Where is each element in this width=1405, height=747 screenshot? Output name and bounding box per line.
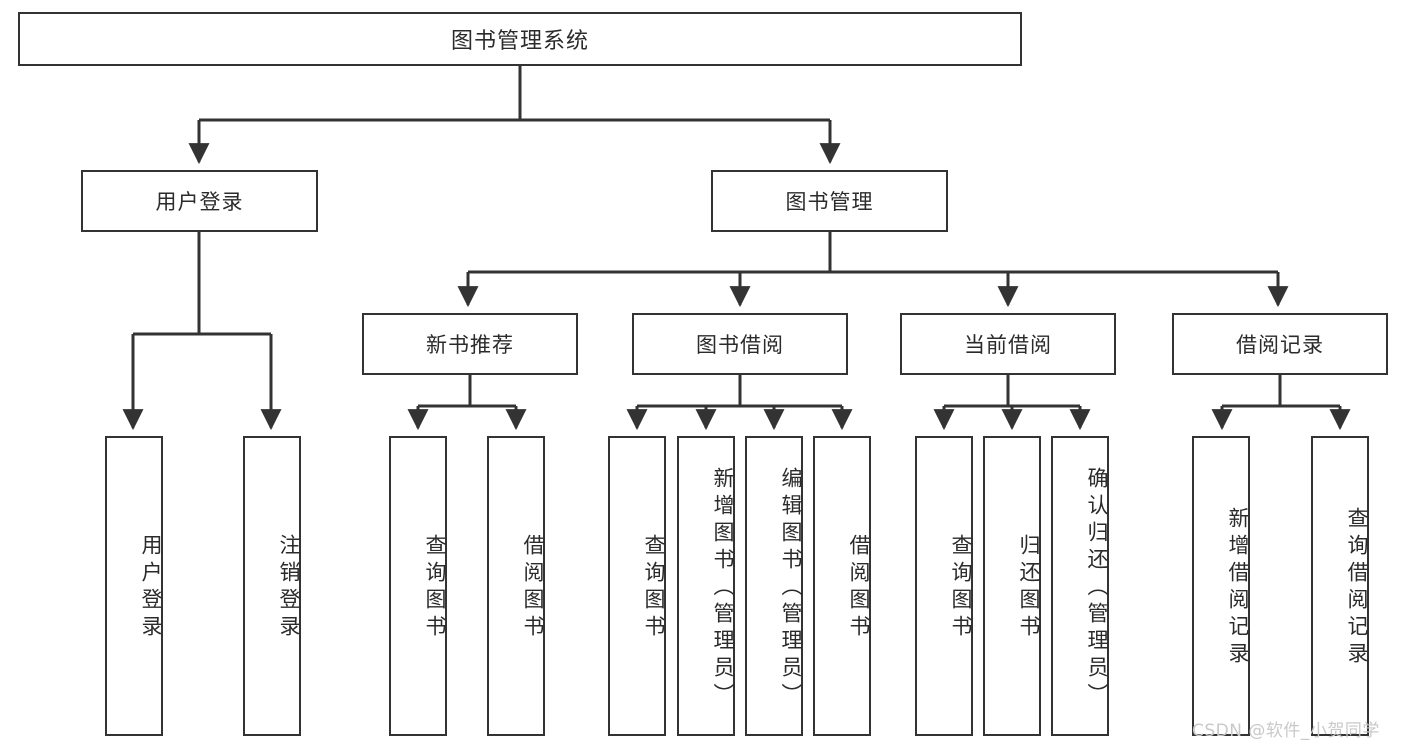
node-leaf-query-book-recommend[interactable]: 查询图书	[389, 436, 447, 736]
node-leaf-query-book-current[interactable]: 查询图书	[915, 436, 973, 736]
node-current-borrow[interactable]: 当前借阅	[900, 313, 1116, 375]
node-borrow-record[interactable]: 借阅记录	[1172, 313, 1388, 375]
node-leaf-return-book[interactable]: 归还图书	[983, 436, 1041, 736]
node-new-book-recommend[interactable]: 新书推荐	[362, 313, 578, 375]
csdn-watermark: CSDN @软件_小贺同学	[1192, 721, 1380, 741]
node-book-management[interactable]: 图书管理	[711, 170, 948, 232]
node-leaf-user-login[interactable]: 用户登录	[105, 436, 163, 736]
node-book-borrow[interactable]: 图书借阅	[632, 313, 848, 375]
node-leaf-edit-book[interactable]: 编辑图书（管理员）	[745, 436, 803, 736]
node-leaf-logout[interactable]: 注销登录	[243, 436, 301, 736]
node-leaf-query-borrow-record[interactable]: 查询借阅记录	[1311, 436, 1369, 736]
node-leaf-add-book[interactable]: 新增图书（管理员）	[677, 436, 735, 736]
node-leaf-borrow-book[interactable]: 借阅图书	[813, 436, 871, 736]
node-leaf-confirm-return[interactable]: 确认归还（管理员）	[1051, 436, 1109, 736]
node-user-login[interactable]: 用户登录	[81, 170, 318, 232]
node-root-system[interactable]: 图书管理系统	[18, 12, 1022, 66]
node-leaf-borrow-book-recommend[interactable]: 借阅图书	[487, 436, 545, 736]
node-leaf-query-book-borrow[interactable]: 查询图书	[608, 436, 666, 736]
node-leaf-add-borrow-record[interactable]: 新增借阅记录	[1192, 436, 1250, 736]
